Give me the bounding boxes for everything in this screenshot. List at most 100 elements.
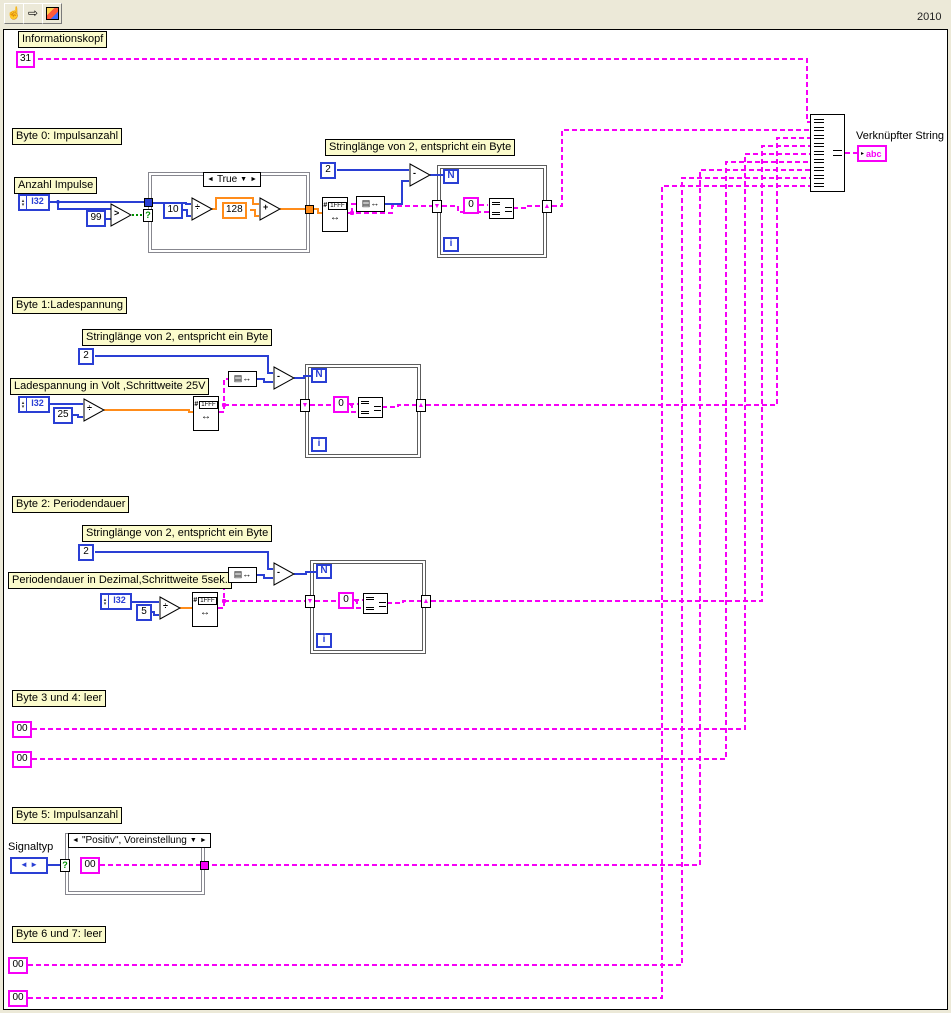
wire-string-sr1-to-concat[interactable] [310, 404, 358, 413]
string-constant-header[interactable]: 31 [16, 51, 36, 68]
numeric-control-terminal-periodendauer[interactable]: ▴▾ I32 [100, 593, 132, 610]
string-constant-pad-byte1[interactable]: 0 [333, 396, 349, 413]
wire-float-divide0-to-add[interactable] [212, 197, 259, 210]
divide-node-byte1[interactable]: ÷ [83, 398, 105, 422]
wire-int-25-to-divide[interactable] [73, 414, 83, 418]
wire-string-concat2-to-sr[interactable] [387, 600, 422, 604]
wire-string-concat0-to-sr[interactable] [513, 205, 543, 209]
wire-string-byte0-out[interactable] [552, 129, 811, 207]
wire-float-divide1-to-hex1[interactable] [104, 409, 193, 413]
string-constant-byte7[interactable]: 00 [8, 990, 28, 1007]
case-selector-byte5[interactable]: ◄ "Positiv", Voreinstellung ▼ ► [68, 833, 211, 848]
string-constant-byte6[interactable]: 00 [8, 957, 28, 974]
selector-next-icon[interactable]: ► [250, 176, 258, 183]
selector-dropdown-icon[interactable]: ▼ [240, 176, 248, 183]
case-selector-byte0[interactable]: ◄ True ▼ ► [203, 172, 262, 187]
wire-string-sr2-to-concat[interactable] [315, 600, 363, 609]
wire-int-strlen1-to-sub1[interactable] [257, 378, 273, 383]
wire-int-sub1-to-N1[interactable] [294, 375, 311, 379]
selector-next-icon[interactable]: ► [199, 837, 207, 844]
numeric-constant-99[interactable]: 99 [86, 210, 106, 227]
case-selector-terminal-byte5[interactable]: ? [60, 859, 70, 872]
number-to-hex-string-node-byte1[interactable]: #1FFF ↔ [193, 396, 219, 431]
numeric-constant-5[interactable]: 5 [136, 604, 152, 621]
shift-register-left-byte2[interactable]: ▼ [305, 595, 315, 608]
tunnel-input-byte0[interactable] [144, 198, 153, 207]
palette-tool-button[interactable] [42, 3, 62, 24]
selector-prev-icon[interactable]: ◄ [72, 837, 79, 844]
numeric-control-terminal-anzahl-impulse[interactable]: ▴▾ I32 [18, 194, 50, 211]
tunnel-output-byte5-case[interactable] [200, 861, 209, 870]
wire-int-2-to-sub1[interactable] [95, 355, 273, 374]
divide-node-byte2[interactable]: ÷ [159, 596, 181, 620]
selector-dropdown-icon[interactable]: ▼ [189, 837, 197, 844]
numeric-control-terminal-ladespannung[interactable]: ▴▾ I32 [18, 396, 50, 413]
string-indicator-terminal[interactable]: ▸ abc [857, 145, 887, 162]
shift-register-right-byte1[interactable]: ▲ [416, 399, 426, 412]
wire-int-sub2-to-N2[interactable] [294, 571, 316, 575]
wire-string-byte4-out[interactable] [32, 161, 811, 760]
numeric-constant-2-byte1[interactable]: 2 [78, 348, 94, 365]
wire-string-hex0-to-strlen[interactable] [351, 203, 356, 213]
wire-int-2-to-sub2[interactable] [95, 551, 273, 570]
string-constant-pad-byte2[interactable]: 0 [338, 592, 354, 609]
loop-iteration-terminal-byte1[interactable]: i [311, 437, 327, 452]
loop-iteration-terminal-byte2[interactable]: i [316, 633, 332, 648]
loop-count-terminal-byte0[interactable]: N [443, 169, 459, 184]
wire-string-hex1-to-strlen[interactable] [219, 378, 228, 413]
loop-count-terminal-byte2[interactable]: N [316, 564, 332, 579]
wire-int-strlen0-to-sub0[interactable] [385, 180, 409, 205]
enum-control-terminal-signaltyp[interactable]: ◄ ► [10, 857, 48, 874]
wire-string-hex0-to-loop[interactable] [348, 205, 434, 214]
subtract-node-byte1[interactable]: - [273, 366, 295, 390]
wire-float-128-to-add[interactable] [250, 209, 259, 217]
wire-string-byte3-out[interactable] [32, 153, 811, 730]
concatenate-strings-node-byte1[interactable] [358, 397, 383, 418]
string-constant-byte4[interactable]: 00 [12, 751, 32, 768]
number-to-hex-string-node-byte0[interactable]: #1FFF ↔ [322, 197, 348, 232]
numeric-constant-2-byte0[interactable]: 2 [320, 162, 336, 179]
wire-string-sr0-to-concat[interactable] [442, 205, 489, 213]
subtract-node-byte0[interactable]: - [409, 163, 431, 187]
wire-int-strlen2-to-sub2[interactable] [257, 574, 273, 579]
wire-int-10-to-divide[interactable] [183, 209, 191, 217]
numeric-constant-2-byte2[interactable]: 2 [78, 544, 94, 561]
divide-node-byte0[interactable]: ÷ [191, 197, 213, 221]
string-length-node-byte2[interactable]: ▤↔ [228, 567, 257, 583]
concatenate-strings-node-byte2[interactable] [363, 593, 388, 614]
case-selector-terminal-byte0[interactable]: ? [143, 209, 153, 222]
shift-register-left-byte1[interactable]: ▼ [300, 399, 310, 412]
spinner-icon: ▴▾ [20, 398, 27, 411]
string-length-node-byte0[interactable]: ▤↔ [356, 196, 385, 212]
string-length-node-byte1[interactable]: ▤↔ [228, 371, 257, 387]
loop-iteration-terminal-byte0[interactable]: i [443, 237, 459, 252]
wire-string-header[interactable] [38, 58, 811, 123]
tunnel-output-byte0-case[interactable] [305, 205, 314, 214]
number-to-hex-string-node-byte2[interactable]: #1FFF ↔ [192, 592, 218, 627]
wire-int-i32-0-to-compare[interactable] [57, 202, 111, 210]
loop-count-terminal-byte1[interactable]: N [311, 368, 327, 383]
wire-int-5-to-divide[interactable] [150, 611, 159, 616]
numeric-constant-10[interactable]: 10 [163, 202, 183, 219]
string-constant-byte3[interactable]: 00 [12, 721, 32, 738]
greater-than-node[interactable]: > [110, 203, 132, 227]
shift-register-right-byte0[interactable]: ▲ [542, 200, 552, 213]
numeric-constant-25[interactable]: 25 [53, 407, 73, 424]
subtract-node-byte2[interactable]: - [273, 562, 295, 586]
concatenate-strings-node-main[interactable] [810, 114, 845, 192]
shift-register-left-byte0[interactable]: ▼ [432, 200, 442, 213]
wire-string-byte7-out[interactable] [28, 185, 811, 999]
wire-string-byte6-out[interactable] [28, 177, 811, 966]
wire-string-byte2-out[interactable] [431, 145, 811, 602]
numeric-constant-128[interactable]: 128 [222, 202, 247, 219]
concatenate-strings-node-byte0[interactable] [489, 198, 514, 219]
selector-prev-icon[interactable]: ◄ [207, 176, 214, 183]
string-constant-byte5[interactable]: 00 [80, 857, 100, 874]
wire-string-byte1-out[interactable] [426, 137, 811, 406]
shift-register-right-byte2[interactable]: ▲ [421, 595, 431, 608]
wire-string-concat1-to-sr[interactable] [382, 404, 417, 408]
wire-string-byte5-out[interactable] [100, 169, 811, 866]
wire-float-tunnel-to-hex0[interactable] [314, 208, 322, 214]
string-constant-pad-byte0[interactable]: 0 [463, 197, 479, 214]
add-node-byte0[interactable]: + [259, 197, 281, 221]
